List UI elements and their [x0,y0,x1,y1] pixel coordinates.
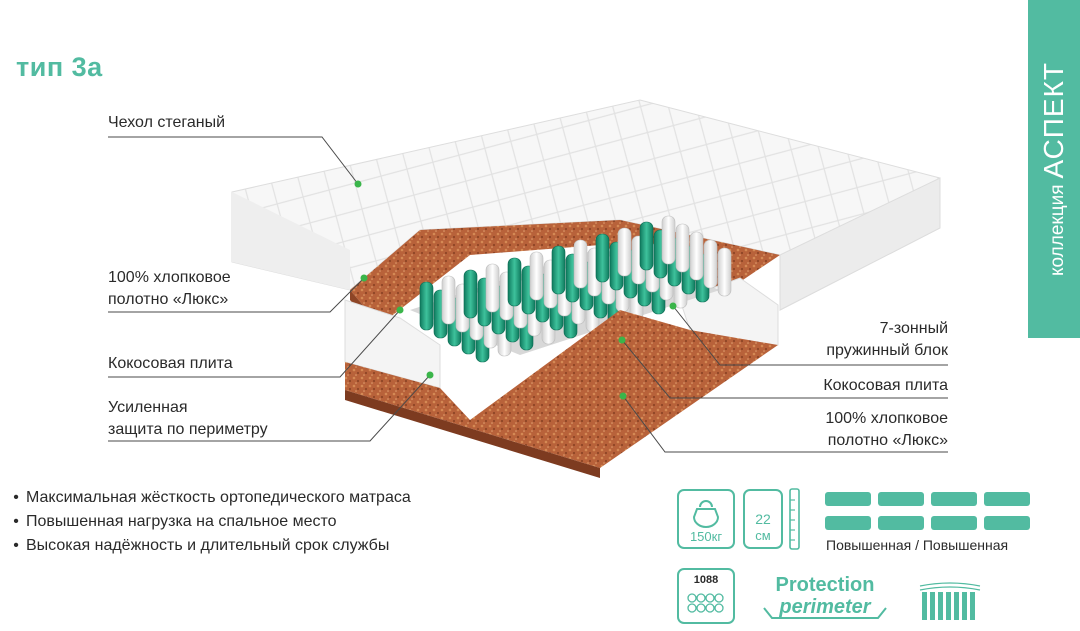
label-cotton-right-1: 100% хлопковое [825,410,948,427]
leader-dots [354,180,677,400]
firmness-cell [878,516,924,530]
springs-count-badge: 1088 [677,568,735,624]
spring-coil [617,227,632,277]
height-value: 22 [755,511,771,527]
label-coconut-right: Кокосовая плита [823,377,948,394]
protection-line-2: perimeter [779,596,871,618]
firmness-cell [825,492,871,506]
kettlebell-icon [692,500,720,528]
height-unit: см [755,528,771,543]
firmness-cell [931,516,977,530]
label-cotton-left-2: полотно «Люкс» [108,291,229,308]
spring-coil [485,263,500,313]
label-perimeter-1: Усиленная [108,399,188,416]
label-springs-1: 7-зонный [879,320,948,337]
mattress-illustration [108,99,948,478]
spring-coil [419,281,434,331]
weight-badge: 150кг [677,489,735,549]
height-badge: 22 см [743,489,783,549]
spring-coil [703,239,718,289]
spring-coil [689,231,704,281]
spring-block-icon [919,582,981,620]
spring-coil [639,221,654,271]
spring-coil [551,245,566,295]
leader-lines [108,136,948,453]
firmness-cell [878,492,924,506]
springs-icon [687,593,724,613]
spring-coil [675,223,690,273]
protection-bracket-icon [763,607,887,619]
feature-item: Повышенная нагрузка на спальное место [8,510,411,534]
firmness-cell [825,516,871,530]
coconut-plate-bottom [345,310,778,478]
protection-perimeter-badge: Protection perimeter [764,574,886,618]
firmness-cell [984,492,1030,506]
firmness-cell [931,492,977,506]
label-perimeter-2: защита по периметру [108,421,268,438]
spring-coil [717,247,732,297]
spring-coil [463,269,478,319]
spring-coil [441,275,456,325]
protection-line-1: Protection [775,574,875,596]
spring-coil [507,257,522,307]
label-coconut-left: Кокосовая плита [108,355,233,372]
firmness-cell [984,516,1030,530]
spring-coil [595,233,610,283]
label-cotton-right-2: полотно «Люкс» [827,432,948,449]
firmness-caption: Повышенная / Повышенная [826,537,1009,553]
spring-coil [573,239,588,289]
ruler-icon [789,488,800,550]
collection-name: АСПЕКТ [1038,61,1069,179]
weight-value: 150кг [689,529,723,544]
feature-item: Высокая надёжность и длительный срок слу… [8,534,411,558]
feature-list: Максимальная жёсткость ортопедического м… [8,486,411,558]
page-title: тип 3а [16,52,103,82]
spring-coil [661,215,676,265]
mattress-cover [231,99,941,311]
collection-small-label: коллекция [1047,184,1068,277]
springs-count: 1088 [693,574,719,586]
collection-label: коллекция АСПЕКТ [1038,62,1070,276]
label-cover: Чехол стеганый [108,114,226,131]
label-springs-2: пружинный блок [826,342,948,359]
label-cotton-left-1: 100% хлопковое [108,269,231,286]
spring-coil [529,251,544,301]
collection-tab: коллекция АСПЕКТ [1028,0,1080,338]
feature-item: Максимальная жёсткость ортопедического м… [8,486,411,510]
